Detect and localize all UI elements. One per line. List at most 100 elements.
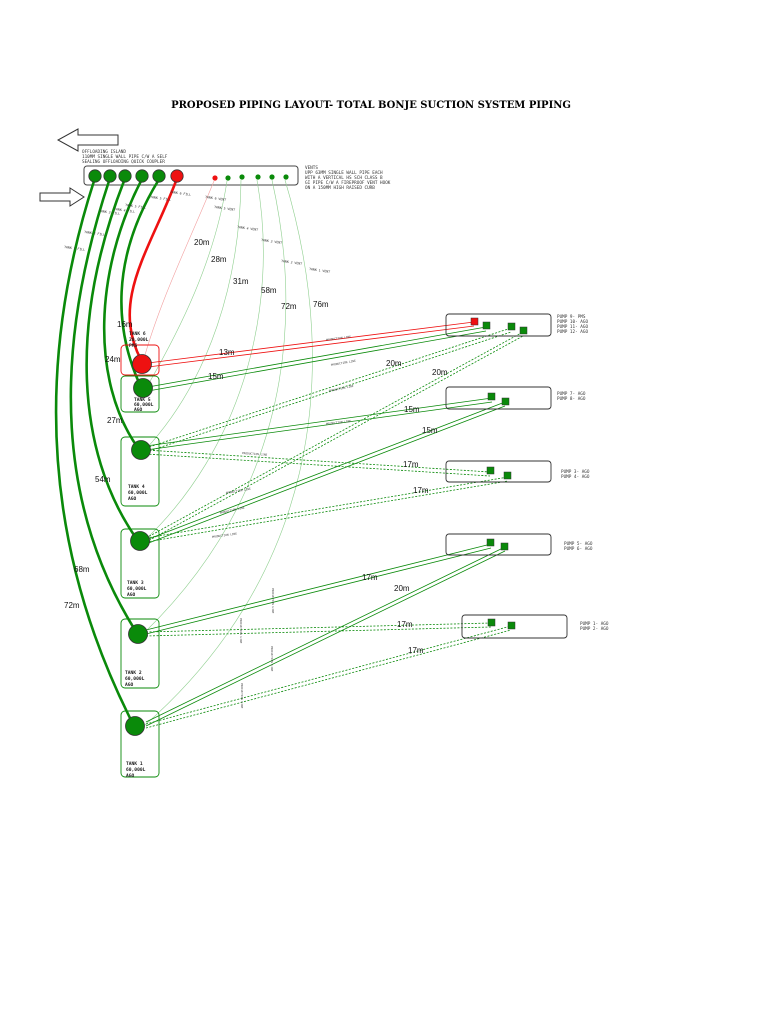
vent-label-tank-1: TANK 1 VENT <box>309 267 331 274</box>
tank-1-capacity: 60,000L <box>126 767 146 773</box>
vent-label-tank-4: TANK 4 VENT <box>237 225 259 232</box>
suction-pipe-tank3-pump4 <box>145 476 509 543</box>
vents-line-5: ON A 150MM HIGH RAISED CURB <box>305 185 375 191</box>
tank-5-enclosure <box>120 375 160 413</box>
vent-point-tank-5 <box>225 175 231 181</box>
production-line-label-11: PRODUCTION LINE <box>270 646 274 672</box>
vent-point-tank-1 <box>283 174 289 180</box>
production-line-label-4: PRODUCTION LINE <box>326 419 352 426</box>
production-line-label-8: PRODUCTION LINE <box>212 531 238 539</box>
offloading-inlet-tank-2 <box>103 169 117 183</box>
tank-6-enclosure <box>120 344 160 376</box>
vent-pipe-tank-6 <box>142 180 215 363</box>
pump-label-6: PUMP 6- AGO <box>564 546 593 552</box>
pump-island-2-box <box>445 386 552 410</box>
vent-label-tank-2: TANK 2 VENT <box>281 259 303 266</box>
fill-length-tank-1: 72m <box>64 601 80 610</box>
vents-title: VENTS <box>305 165 318 171</box>
suction-length-1: 13m <box>219 348 235 357</box>
fill-label-tank-3: TANK 3 FILL <box>99 209 121 216</box>
vent-length-tank-4: 31m <box>233 277 249 286</box>
suction-pipe-tank1-pump2 <box>145 625 512 729</box>
fill-label-tank-2: TANK 2 FILL <box>84 230 106 237</box>
suction-pipe-tank4-pump7 <box>145 397 493 451</box>
tank-4-product: AGO <box>128 496 137 502</box>
suction-length-9: 17m <box>362 573 378 582</box>
tank-2-circle <box>128 624 148 644</box>
vent-length-tank-6: 20m <box>194 238 210 247</box>
suction-length-6: 15m <box>422 426 438 435</box>
vent-pipe-tank-4 <box>144 179 242 451</box>
pump-label-9: PUMP 9- PMS <box>557 314 586 320</box>
suction-pipe-tank3-pump8 <box>145 401 506 545</box>
suction-length-7: 17m <box>403 460 419 469</box>
suction-length-8: 17m <box>413 486 429 495</box>
pump-island-3-box <box>445 460 552 483</box>
tank-2-capacity: 60,000L <box>125 676 145 682</box>
tank-3-name: TANK 3 <box>127 580 144 586</box>
suction-pipe-tank4-pump11 <box>145 327 512 453</box>
suction-length-10: 20m <box>394 584 410 593</box>
vent-pipe-tank-1 <box>144 179 313 726</box>
suction-pipe-tank1-pump6 <box>145 546 506 727</box>
suction-pipe-tank2-pump5 <box>145 543 492 635</box>
tank-5-name: TANK 5 <box>134 397 151 403</box>
vent-point-tank-6 <box>212 175 218 181</box>
pump-label-10: PUMP 10- AGO <box>557 319 588 325</box>
vent-length-tank-3: 58m <box>261 286 277 295</box>
tank-2-enclosure <box>120 618 160 689</box>
pump-10-marker <box>482 321 491 330</box>
pump-label-1: PUMP 1- AGO <box>580 621 609 627</box>
fill-label-tank-5b: TANK 5 FILL <box>150 195 172 202</box>
fill-label-tank-5: TANK 5 FILL <box>125 203 147 210</box>
suction-pipe-tank5-pump10 <box>147 326 487 392</box>
suction-length-3: 20m <box>386 359 402 368</box>
tank-4-name: TANK 4 <box>128 484 145 490</box>
vent-label-tank-5: TANK 5 VENT <box>214 205 236 212</box>
production-line-label-9: PRODUCTION LINE <box>271 588 275 614</box>
tank-6-name: TANK 6 <box>129 331 146 337</box>
tank-4-circle <box>131 440 151 460</box>
pump-2-marker <box>507 621 516 630</box>
offloading-title: OFFLOADING ISLAND <box>82 149 126 155</box>
tank-2-product: AGO <box>125 682 134 688</box>
suction-pipe-tank3-pump12 <box>145 331 524 543</box>
suction-length-4: 20m <box>432 368 448 377</box>
pump-4-marker <box>503 471 512 480</box>
fill-length-tank-3: 54m <box>95 475 111 484</box>
fill-pipe-tank-3 <box>85 179 138 540</box>
vent-length-tank-5: 28m <box>211 255 227 264</box>
pump-12-marker <box>519 326 528 335</box>
pump-island-1-box <box>445 313 552 337</box>
tank-3-circle <box>130 531 150 551</box>
tank-5-circle <box>133 378 153 398</box>
production-line-label-3: PRODUCTION LINE <box>328 384 354 393</box>
fill-label-tank-1: TANK 1 FILL <box>64 245 86 252</box>
tank-5-product: AGO <box>134 407 143 413</box>
production-line-label-1: PRODUCTION LINE <box>326 334 352 342</box>
pump-label-5: PUMP 5- AGO <box>564 541 593 547</box>
suction-length-5: 15m <box>404 405 420 414</box>
vent-label-tank-6: TANK 6 VENT <box>205 195 227 202</box>
pump-label-7: PUMP 7- AGO <box>557 391 586 397</box>
fill-pipe-tank-6 <box>128 179 178 362</box>
suction-pipe-tank2-pump1 <box>145 622 492 637</box>
tank-3-product: AGO <box>127 592 136 598</box>
production-line-label-5: PRODUCTION LINE <box>242 451 268 457</box>
tank-6-circle <box>132 354 152 374</box>
tank-1-enclosure <box>120 710 160 778</box>
fill-pipe-tank-1 <box>54 179 134 724</box>
tank-1-product: AGO <box>126 773 135 779</box>
pump-label-11: PUMP 11- AGO <box>557 324 588 330</box>
fill-pipe-tank-4 <box>102 179 143 450</box>
vent-point-tank-2 <box>269 174 275 180</box>
fill-label-tank-4: TANK 4 FILL <box>114 207 136 214</box>
pump-5-marker <box>486 538 495 547</box>
vent-length-tank-1: 76m <box>313 300 329 309</box>
vent-length-tank-2: 72m <box>281 302 297 311</box>
tank-6-product: PMS <box>129 343 138 349</box>
production-line-label-12: PRODUCTION LINE <box>240 683 244 709</box>
fill-length-tank-5: 24m <box>105 355 121 364</box>
pump-3-marker <box>486 466 495 475</box>
